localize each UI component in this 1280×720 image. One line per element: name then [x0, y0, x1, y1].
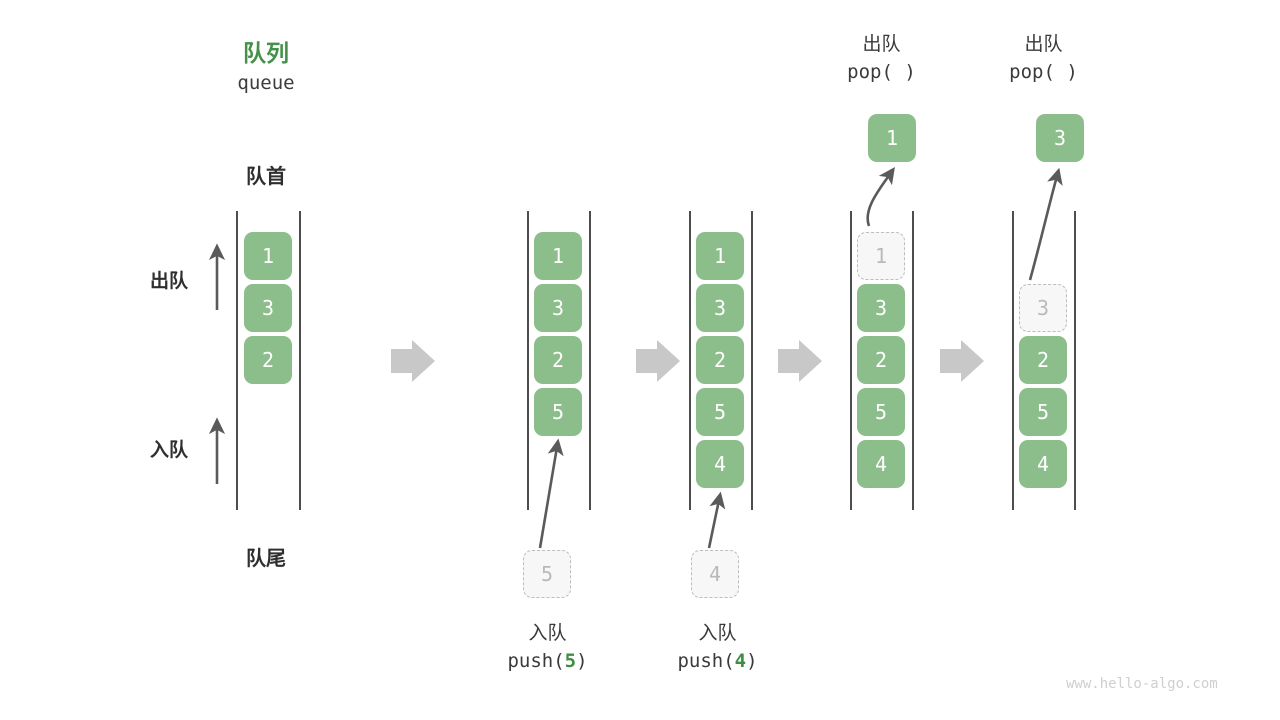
- queue-rail-left-col3: [689, 211, 691, 510]
- push4-motion-arrow: [707, 491, 726, 549]
- queue-rail-left-col4: [850, 211, 852, 510]
- front-label: 队首: [246, 166, 286, 188]
- pop3-header-cn: 出队: [1024, 34, 1063, 55]
- push4-code-arg: 4: [734, 650, 747, 672]
- queue-cell: 2: [857, 336, 905, 384]
- queue-cell-new: 4: [696, 440, 744, 488]
- popped-element: 1: [868, 114, 916, 162]
- queue-cell: 2: [1019, 336, 1067, 384]
- flow-arrow-3: [778, 340, 822, 382]
- queue-cell-new: 5: [534, 388, 582, 436]
- queue-cell: 4: [1019, 440, 1067, 488]
- queue-rail-right-col2: [589, 211, 591, 510]
- queue-cell: 3: [244, 284, 292, 332]
- flow-arrow-1: [391, 340, 435, 382]
- pop1-header-code: pop( ): [847, 61, 916, 83]
- queue-cell: 5: [1019, 388, 1067, 436]
- pop3-header: 出队 pop( ): [951, 32, 1136, 86]
- push4-caption-code: push(4): [625, 647, 810, 676]
- push5-code-suffix: ): [576, 650, 588, 672]
- popped-element: 3: [1036, 114, 1084, 162]
- push4-code-suffix: ): [746, 650, 758, 672]
- removed-element-ghost: 1: [857, 232, 905, 280]
- queue-cell: 2: [244, 336, 292, 384]
- queue-rail-right-col4: [912, 211, 914, 510]
- flow-arrow-4: [940, 340, 984, 382]
- queue-cell: 5: [857, 388, 905, 436]
- queue-cell: 3: [696, 284, 744, 332]
- queue-rail-right-col1: [299, 211, 301, 510]
- pop3-header-code: pop( ): [1009, 61, 1078, 83]
- push4-caption-cn: 入队: [698, 623, 737, 644]
- dequeue-direction-label: 出队: [149, 271, 188, 292]
- queue-cell: 3: [534, 284, 582, 332]
- push4-code-prefix: push(: [677, 650, 735, 672]
- push4-caption: 入队 push(4): [625, 620, 810, 676]
- pop1-header-cn: 出队: [862, 34, 901, 55]
- queue-rail-left-col5: [1012, 211, 1014, 510]
- push5-code-prefix: push(: [507, 650, 565, 672]
- enqueue-direction-label: 入队: [149, 440, 188, 461]
- push5-caption-cn: 入队: [528, 623, 567, 644]
- incoming-element-ghost: 5: [523, 550, 571, 598]
- queue-cell: 4: [857, 440, 905, 488]
- flow-arrow-2: [636, 340, 680, 382]
- diagram-title-cn: 队列: [243, 40, 289, 66]
- diagram-title-en: queue: [237, 72, 295, 94]
- push5-code-arg: 5: [564, 650, 577, 672]
- push5-motion-arrow: [538, 438, 564, 549]
- push5-caption: 入队 push(5): [455, 620, 640, 676]
- queue-rail-right-col5: [1074, 211, 1076, 510]
- removed-element-ghost: 3: [1019, 284, 1067, 332]
- push5-caption-code: push(5): [455, 647, 640, 676]
- queue-rail-left-col2: [527, 211, 529, 510]
- incoming-element-ghost: 4: [691, 550, 739, 598]
- watermark: www.hello-algo.com: [1066, 676, 1218, 692]
- queue-cell: 2: [696, 336, 744, 384]
- queue-cell: 1: [244, 232, 292, 280]
- pop1-motion-arrow: [866, 166, 895, 227]
- rear-label: 队尾: [246, 548, 286, 570]
- queue-cell: 3: [857, 284, 905, 332]
- pop3-motion-arrow: [1028, 167, 1063, 281]
- pop1-header: 出队 pop( ): [789, 32, 974, 86]
- queue-cell: 2: [534, 336, 582, 384]
- queue-rail-right-col3: [751, 211, 753, 510]
- queue-cell: 1: [534, 232, 582, 280]
- queue-cell: 1: [696, 232, 744, 280]
- queue-rail-left-col1: [236, 211, 238, 510]
- queue-cell: 5: [696, 388, 744, 436]
